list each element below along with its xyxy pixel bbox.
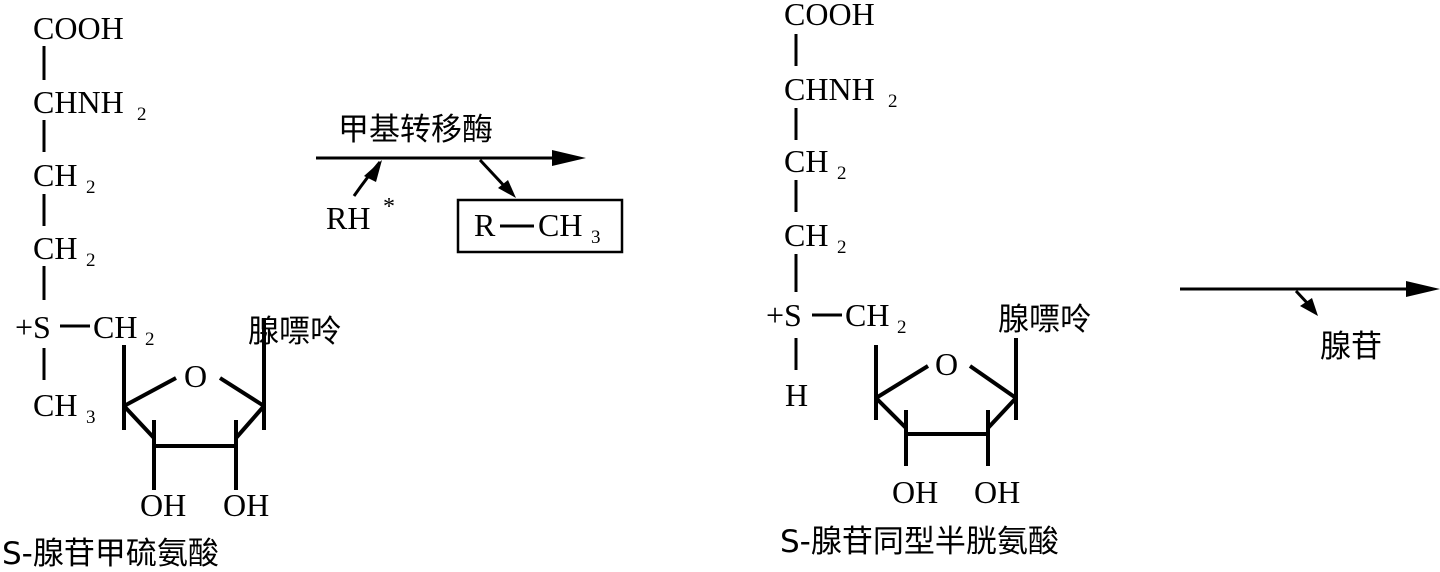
branch-arrow-head — [1300, 298, 1318, 316]
right-ring-oxygen: O — [935, 346, 958, 382]
right-s-plus: +S — [766, 297, 802, 333]
left-molecule-name: S-腺苷甲硫氨酸 — [2, 536, 219, 572]
output-arrow-head — [498, 180, 516, 198]
left-ch3-subscript: 3 — [86, 407, 96, 428]
right-nh-subscript: 2 — [888, 91, 898, 112]
right-ring-bond-o-c1 — [968, 364, 1018, 400]
right-ch2-b: CH — [784, 217, 828, 253]
right-ch2-s-subscript: 2 — [897, 317, 907, 338]
left-ring-oxygen: O — [184, 358, 207, 394]
right-adenine-label: 腺嘌呤 — [998, 302, 1091, 338]
right-ring-bond-c4-o — [874, 364, 930, 400]
enzyme-label: 甲基转移酶 — [338, 112, 493, 148]
left-ch2-a-subscript: 2 — [86, 177, 96, 198]
right-h: H — [785, 377, 808, 413]
right-ch2-b-subscript: 2 — [837, 237, 847, 258]
right-ring-bond-c4-c3 — [874, 396, 908, 430]
left-chnh: CHNH — [33, 84, 124, 120]
left-adenine-label: 腺嘌呤 — [248, 314, 341, 350]
second-reaction: 腺苷 — [1180, 281, 1440, 365]
second-arrow-head — [1406, 281, 1440, 297]
main-arrow-head — [552, 150, 586, 166]
left-nh-subscript: 2 — [137, 104, 147, 125]
left-ring-bond-c4-c3 — [122, 404, 156, 440]
substrate-rh: RH — [326, 200, 370, 236]
input-arrow-head — [364, 160, 382, 182]
right-molecule-name: S-腺苷同型半胱氨酸 — [780, 524, 1059, 560]
left-ring-bond-c4-o — [123, 376, 177, 408]
product-ch3-subscript: 3 — [591, 227, 601, 248]
right-molecule: COOH CHNH 2 CH 2 CH 2 +S CH 2 H O OH OH … — [766, 0, 1091, 560]
left-ch2-b: CH — [33, 230, 77, 266]
left-cooh: COOH — [33, 10, 124, 46]
product-ch3: CH — [538, 207, 582, 243]
left-oh-right: OH — [223, 487, 269, 523]
left-ch2-s: CH — [93, 309, 137, 345]
product-box — [456, 198, 624, 254]
right-chnh: CHNH — [784, 71, 875, 107]
left-ch2-b-subscript: 2 — [86, 250, 96, 271]
left-ch2-s-subscript: 2 — [145, 329, 155, 350]
right-oh-right: OH — [974, 474, 1020, 510]
adenosine-label: 腺苷 — [1320, 329, 1382, 365]
left-ring-bond-c1-c2 — [234, 404, 266, 440]
substrate-asterisk: * — [383, 194, 395, 220]
right-ch2-s: CH — [845, 297, 889, 333]
product-r: R — [474, 207, 496, 243]
right-cooh: COOH — [784, 0, 875, 32]
left-ring-bond-o-c1 — [218, 376, 266, 408]
right-ring-bond-c1-c2 — [986, 396, 1018, 430]
left-oh-left: OH — [140, 487, 186, 523]
methyltransfer-reaction: 甲基转移酶 RH * R CH 3 — [316, 112, 624, 254]
left-ch2-a: CH — [33, 157, 77, 193]
left-s-plus: +S — [15, 309, 51, 345]
right-ch2-a-subscript: 2 — [837, 163, 847, 184]
right-oh-left: OH — [892, 474, 938, 510]
left-molecule: COOH CHNH 2 CH 2 CH 2 +S CH 2 CH 3 O OH … — [2, 10, 341, 572]
right-ch2-a: CH — [784, 143, 828, 179]
left-ch3: CH — [33, 387, 77, 423]
